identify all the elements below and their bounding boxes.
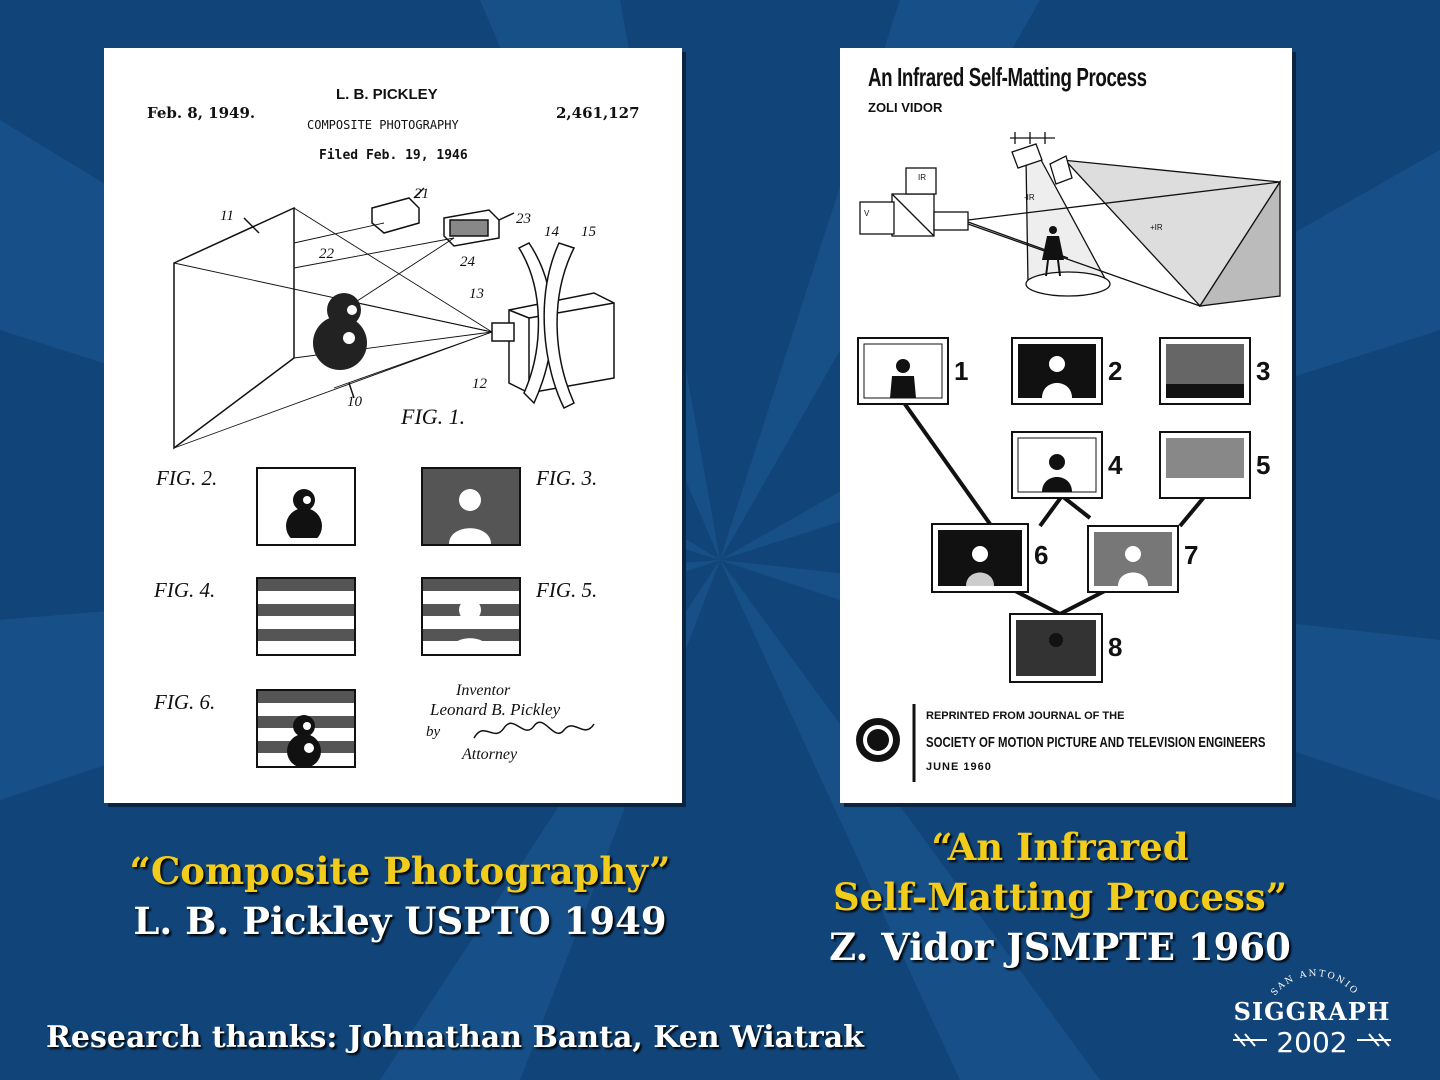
panel-number-4: 4: [1108, 450, 1123, 480]
ref-23: 23: [516, 211, 531, 227]
fig6-label: FIG. 6.: [154, 690, 216, 714]
signature-inventor: Inventor: [456, 682, 511, 699]
diagram-label-minus-ir: -IR: [1024, 193, 1035, 202]
logo-year: 2002: [1276, 1026, 1347, 1059]
diagram-label-v: V: [864, 209, 870, 218]
left-caption-citation: L. B. Pickley USPTO 1949: [133, 899, 667, 943]
patent-number: 2,461,127: [556, 104, 640, 122]
right-caption-title-line1: “An Infrared: [931, 825, 1189, 869]
panel-number-8: 8: [1108, 632, 1122, 662]
ref-21: 21: [414, 186, 429, 202]
panel-number-3: 3: [1256, 356, 1270, 386]
signature-name: Leonard B. Pickley: [430, 700, 561, 719]
fig2-label: FIG. 2.: [156, 466, 218, 490]
svg-text:SAN ANTONIO: SAN ANTONIO: [1270, 969, 1361, 998]
ref-10: 10: [347, 394, 363, 410]
fig4-label: FIG. 4.: [154, 578, 216, 602]
signature-attorney: Attorney: [462, 746, 518, 763]
right-caption-title-line2: Self-Matting Process”: [832, 875, 1288, 919]
right-caption-citation: Z. Vidor JSMPTE 1960: [829, 925, 1291, 969]
panel-number-1: 1: [954, 356, 968, 386]
panel-number-2: 2: [1108, 356, 1122, 386]
patent-filed: Filed Feb. 19, 1946: [319, 148, 468, 163]
left-caption: “Composite Photography” L. B. Pickley US…: [60, 846, 740, 946]
siggraph-2002-logo: SAN ANTONIO SIGGRAPH 2002: [1233, 969, 1391, 1059]
ref-15: 15: [581, 224, 597, 240]
handwritten-signature: [473, 721, 595, 739]
panel-number-7: 7: [1184, 540, 1198, 570]
fig5-label: FIG. 5.: [536, 578, 598, 602]
journal-title: An Infrared Self-Matting Process: [868, 62, 1147, 92]
ref-22: 22: [319, 246, 335, 262]
logo-top-text: SAN ANTONIO: [1270, 969, 1359, 998]
infrared-setup-diagram: IR V -IR +IR: [856, 132, 1282, 782]
logo-name: SIGGRAPH: [1234, 997, 1391, 1026]
fig3-label: FIG. 3.: [536, 466, 598, 490]
ref-13: 13: [469, 286, 484, 302]
footer-reprinted: REPRINTED FROM JOURNAL OF THE: [926, 710, 1125, 722]
patent-fig1-drawing: 11 22 21 23 24 14 15 13 12 10: [173, 186, 615, 768]
journal-author: ZOLI VIDOR: [868, 100, 943, 115]
panel-number-5: 5: [1256, 450, 1270, 480]
patent-date: Feb. 8, 1949.: [147, 104, 256, 122]
fig1-label: FIG. 1.: [401, 404, 466, 429]
research-credits: Research thanks: Johnathan Banta, Ken Wi…: [46, 1020, 864, 1055]
diagram-label-ir: IR: [918, 173, 926, 182]
patent-inventor: L. B. PICKLEY: [336, 86, 438, 103]
right-caption: “An Infrared Self-Matting Process” Z. Vi…: [760, 822, 1360, 972]
footer-date: JUNE 1960: [926, 761, 992, 773]
ref-14: 14: [544, 224, 560, 240]
ref-12: 12: [472, 376, 488, 392]
diagram-label-plus-ir: +IR: [1150, 223, 1163, 232]
patent-document: L. B. PICKLEY Feb. 8, 1949. 2,461,127 CO…: [104, 48, 682, 803]
panel-number-6: 6: [1034, 540, 1048, 570]
footer-society: SOCIETY OF MOTION PICTURE AND TELEVISION…: [926, 734, 1266, 751]
ref-11: 11: [220, 208, 234, 224]
ref-24: 24: [460, 254, 476, 270]
patent-subject: COMPOSITE PHOTOGRAPHY: [307, 118, 459, 132]
signature-by: by: [426, 724, 441, 740]
left-caption-title: “Composite Photography”: [129, 849, 671, 893]
journal-document: An Infrared Self-Matting Process ZOLI VI…: [840, 48, 1292, 803]
